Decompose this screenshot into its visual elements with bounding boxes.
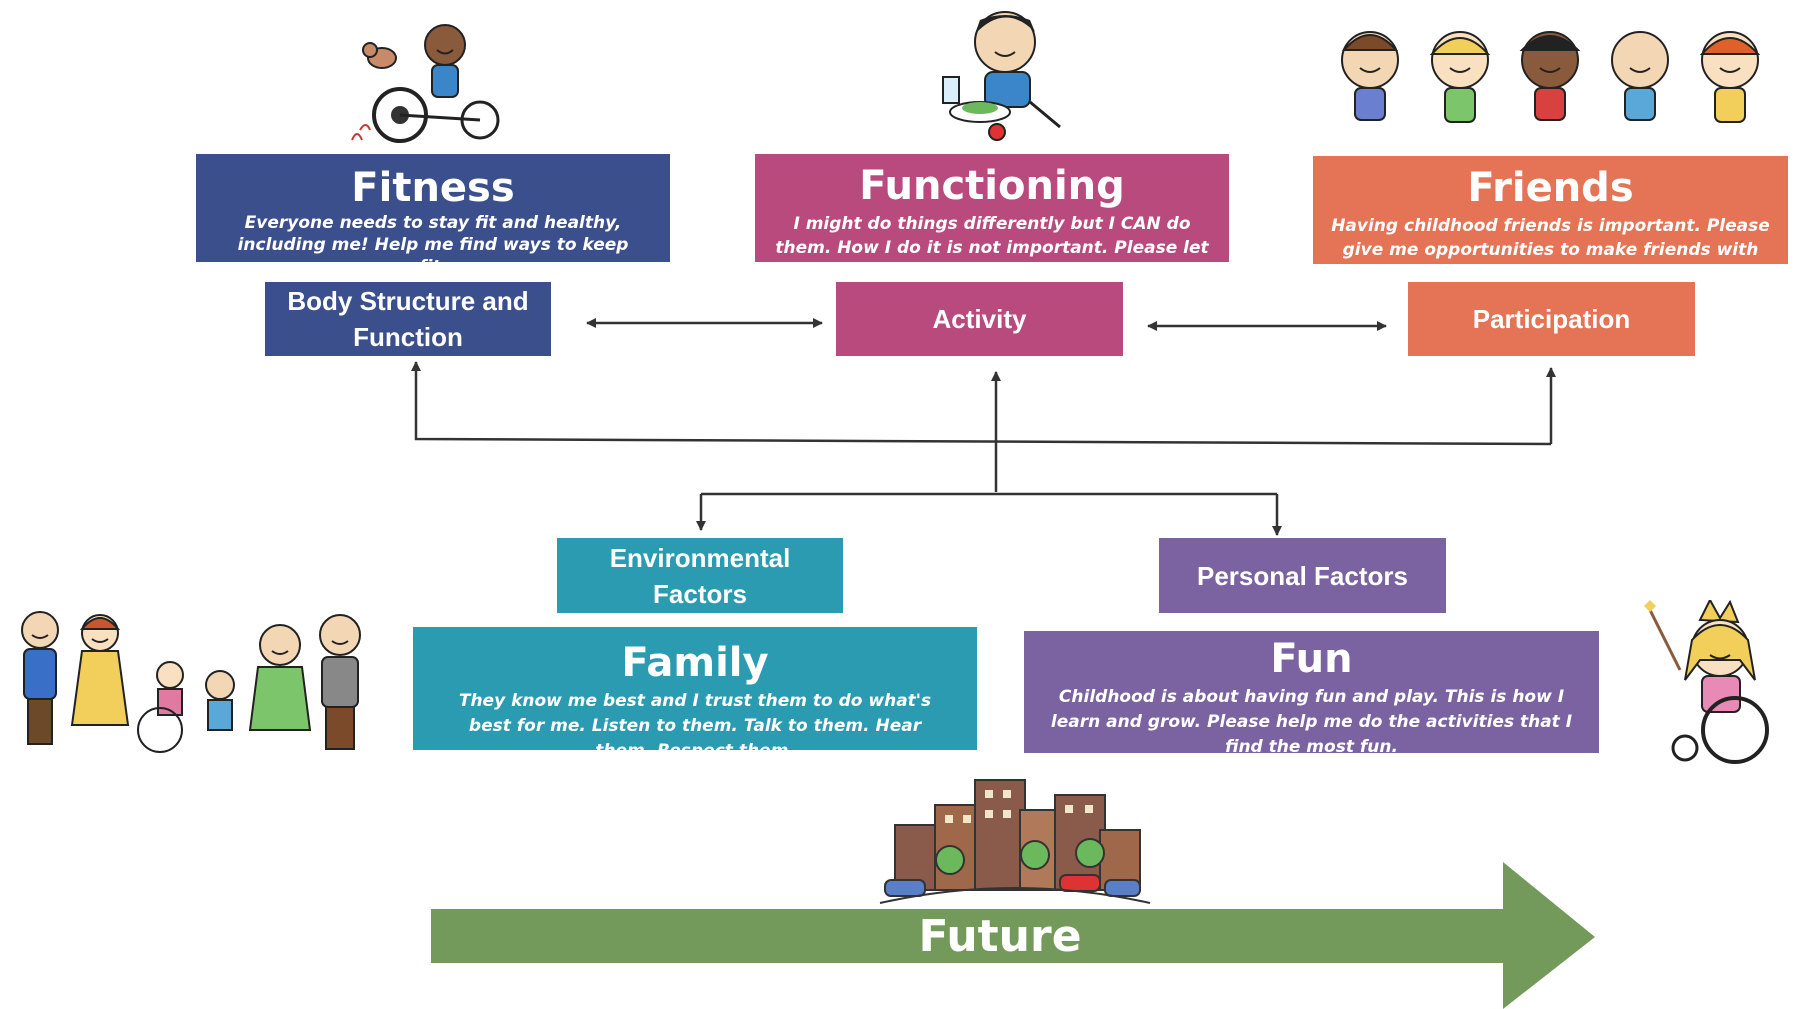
- environmental-factors-box: Environmental Factors: [557, 538, 843, 613]
- friends-box: Friends Having childhood friends is impo…: [1313, 156, 1788, 284]
- family-text: They know me best and I trust them to do…: [458, 691, 932, 761]
- family-illustration: [21, 611, 361, 753]
- functioning-box: Functioning I might do things differentl…: [755, 154, 1229, 282]
- tricycle-child-illustration: [351, 24, 500, 143]
- participation-box: Participation: [1408, 282, 1695, 356]
- personal-factors-box: Personal Factors: [1159, 538, 1446, 613]
- five-friends-illustration: [1341, 31, 1761, 123]
- future-label: Future: [918, 911, 1082, 962]
- activity-box: Activity: [836, 282, 1123, 356]
- family-title: Family: [621, 640, 769, 686]
- eating-child-illustration: [942, 11, 1061, 141]
- friends-title: Friends: [1467, 165, 1634, 211]
- functioning-title: Functioning: [859, 163, 1125, 209]
- friends-text: Having childhood friends is important. P…: [1331, 216, 1770, 284]
- fitness-title: Fitness: [351, 165, 515, 211]
- fun-box: Fun Childhood is about having fun and pl…: [1024, 631, 1599, 757]
- fitness-text: Everyone needs to stay fit and healthy, …: [237, 213, 629, 277]
- functioning-text: I might do things differently but I CAN …: [775, 214, 1209, 282]
- arrow-up-body: [411, 361, 1552, 446]
- girl-wheelchair-illustration: [1644, 600, 1769, 764]
- fun-title: Fun: [1270, 636, 1353, 682]
- city-illustration: [879, 779, 1151, 904]
- fun-text: Childhood is about having fun and play. …: [1050, 687, 1573, 757]
- body-structure-box: Body Structure and Function: [265, 282, 551, 356]
- family-box: Family They know me best and I trust the…: [413, 627, 977, 761]
- fitness-box: Fitness Everyone needs to stay fit and h…: [196, 154, 670, 277]
